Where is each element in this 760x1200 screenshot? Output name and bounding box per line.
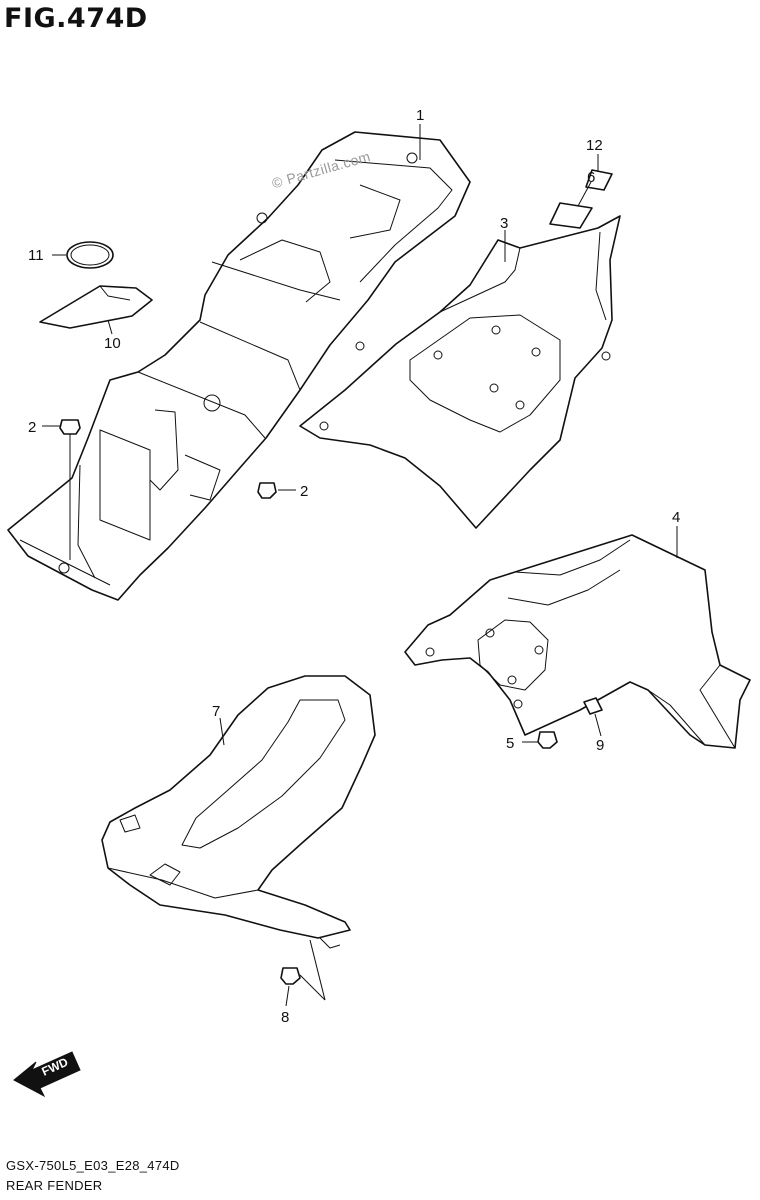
callout-part-1: 1 [416,107,424,124]
callout-part-3: 3 [500,215,508,232]
figure-title: FIG.474D [4,3,148,34]
bolt-part-2-upper [59,419,81,560]
part-6-pad [549,202,593,229]
part-4-fender-extension [404,534,751,749]
callout-part-8: 8 [281,1009,289,1026]
part-7-front-fender [101,675,376,949]
callout-part-6: 6 [587,169,595,186]
callout-part-2-lower: 2 [300,483,308,500]
bolt-part-8 [280,939,326,1001]
part-1-seat-tray [7,131,471,601]
callout-part-10: 10 [104,335,121,352]
bolt-part-2-lower [257,482,277,499]
callout-part-11: 11 [28,247,44,264]
leader-lines [42,124,678,1007]
fwd-arrow-icon: FWD [13,1051,81,1098]
diagram-caption: REAR FENDER [6,1178,103,1193]
callout-part-4: 4 [672,509,680,526]
part-12-pad [585,169,613,191]
callout-part-7: 7 [212,703,220,720]
callout-part-5: 5 [506,735,514,752]
part-3-inner-fender [299,215,621,529]
model-code: GSX-750L5_E03_E28_474D [6,1158,180,1173]
part-10-sheet [39,285,153,329]
callout-part-2-upper: 2 [28,419,36,436]
callout-part-9: 9 [596,737,604,754]
part-11-band [66,241,114,269]
part-9-washer [583,697,603,715]
bolt-part-5 [537,731,558,749]
callout-part-12: 12 [586,137,603,154]
